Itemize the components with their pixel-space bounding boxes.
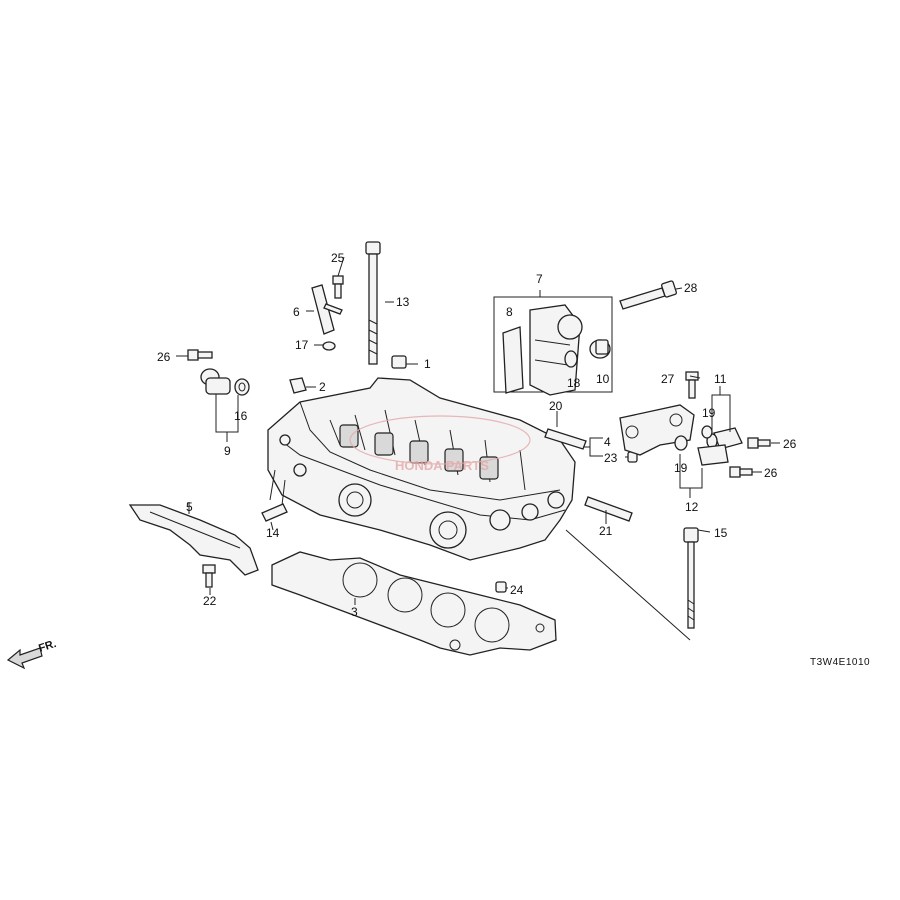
- callout-19-lower: 19: [674, 461, 688, 475]
- o-ring-18[interactable]: [564, 350, 578, 368]
- callout-21: 21: [599, 524, 613, 538]
- stud-21[interactable]: [584, 496, 633, 522]
- bolt-15[interactable]: [683, 527, 699, 629]
- callout-20: 20: [549, 399, 563, 413]
- o-ring-19-lower[interactable]: [674, 435, 688, 451]
- callout-16: 16: [234, 409, 248, 423]
- stud-14[interactable]: [261, 503, 288, 522]
- svg-text:HONDA PARTS: HONDA PARTS: [395, 458, 489, 473]
- dowel-1[interactable]: [391, 355, 407, 369]
- callout-7: 7: [536, 272, 543, 286]
- bolt-25[interactable]: [332, 275, 344, 299]
- assembly-9[interactable]: [200, 368, 231, 395]
- callout-2: 2: [319, 380, 326, 394]
- callout-13: 13: [396, 295, 410, 309]
- bolt-26-right-upper[interactable]: [747, 437, 771, 449]
- cap-2[interactable]: [289, 377, 307, 394]
- head-cover-plate[interactable]: [128, 504, 259, 576]
- callout-25: 25: [331, 251, 345, 265]
- callout-24: 24: [510, 583, 524, 597]
- callout-9: 9: [224, 444, 231, 458]
- housing-8-gasket[interactable]: [502, 326, 524, 394]
- callout-labels: 1 2 3 4 5 6 7 8 9 10 11 12 13 14 15 16 1…: [157, 251, 797, 619]
- callout-18: 18: [567, 376, 581, 390]
- bolt-26-right-lower[interactable]: [729, 466, 753, 478]
- callout-27: 27: [661, 372, 675, 386]
- callout-19-upper: 19: [702, 406, 716, 420]
- callout-28: 28: [684, 281, 698, 295]
- callout-23: 23: [604, 451, 618, 465]
- solenoid-12[interactable]: [697, 444, 729, 466]
- leader-lines: [176, 256, 780, 641]
- callout-26-right-lower: 26: [764, 466, 778, 480]
- callout-11: 11: [714, 372, 727, 386]
- housing-7[interactable]: [529, 304, 583, 396]
- head-gasket[interactable]: [271, 551, 557, 656]
- watermark-logo: HONDA PARTS: [349, 415, 531, 473]
- front-direction-arrow-icon: [6, 647, 43, 670]
- callout-14: 14: [266, 526, 280, 540]
- callout-5: 5: [186, 500, 193, 514]
- bolt-28[interactable]: [619, 280, 677, 310]
- washer-17[interactable]: [322, 341, 336, 351]
- callout-22: 22: [203, 594, 217, 608]
- bolt-22[interactable]: [202, 564, 216, 588]
- part-6-tube[interactable]: [311, 284, 343, 335]
- callout-10: 10: [596, 372, 610, 386]
- callout-4: 4: [604, 435, 611, 449]
- callout-26-right-upper: 26: [783, 437, 797, 451]
- callout-1: 1: [424, 357, 431, 371]
- sensor-10[interactable]: [589, 339, 611, 359]
- stud-20[interactable]: [544, 428, 587, 450]
- callout-3: 3: [351, 605, 358, 619]
- callout-26-left: 26: [157, 350, 171, 364]
- callout-8: 8: [506, 305, 513, 319]
- dowel-24[interactable]: [495, 581, 507, 593]
- bolt-26-left[interactable]: [187, 349, 213, 361]
- cylinder-head[interactable]: [267, 377, 576, 561]
- diagram-code: T3W4E1010: [810, 657, 870, 668]
- o-ring-19-upper[interactable]: [701, 425, 713, 439]
- direction-label: FR.: [37, 638, 58, 655]
- head-bolt-13[interactable]: [365, 241, 381, 365]
- callout-12: 12: [685, 500, 699, 514]
- callout-15: 15: [714, 526, 728, 540]
- callout-6: 6: [293, 305, 300, 319]
- o-ring-16[interactable]: [234, 378, 250, 396]
- callout-17: 17: [295, 338, 309, 352]
